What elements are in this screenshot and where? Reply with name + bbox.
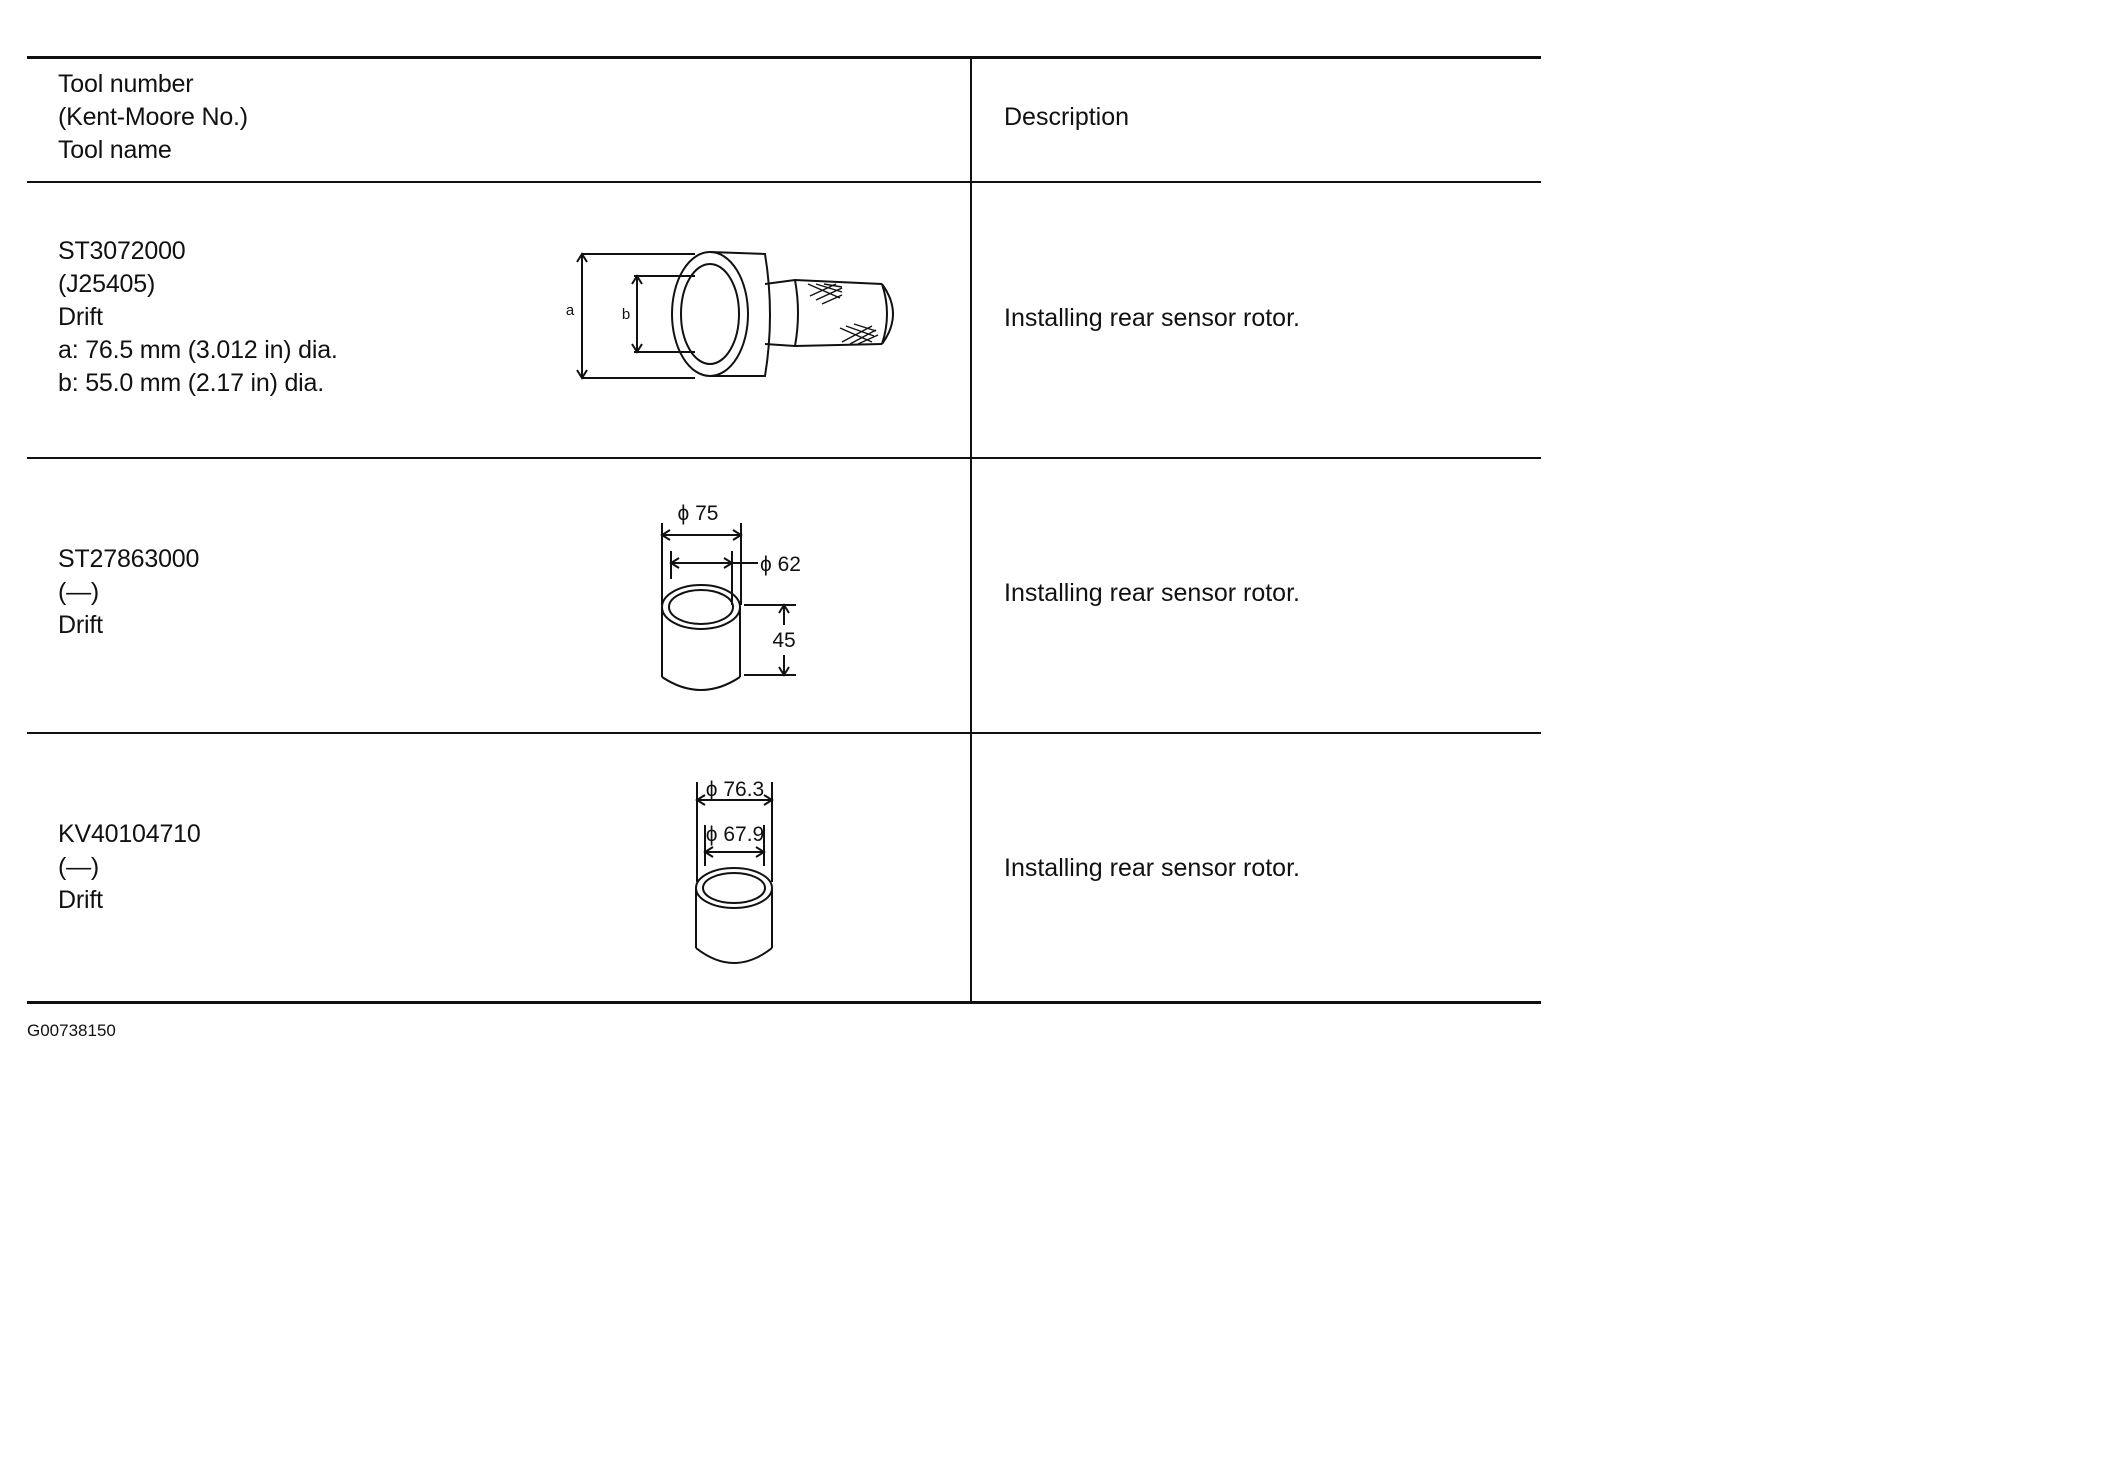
dimension-height: 45 — [772, 629, 795, 652]
header-bottom-rule — [27, 181, 1541, 183]
tool-number: ST27863000 — [58, 545, 200, 573]
drift-illustration-st3072000: a b — [560, 240, 920, 390]
dimension-inner-diameter: ϕ 62 — [760, 553, 801, 576]
header-tool-column: Tool number (Kent-Moore No.) Tool name — [58, 68, 248, 167]
tool-number: KV40104710 — [58, 820, 201, 848]
row-divider — [27, 732, 1541, 734]
figure-label-b: b — [622, 306, 630, 323]
table-top-rule — [27, 56, 1541, 59]
kent-moore-number: (—) — [58, 578, 100, 606]
table-row-1-description: Installing rear sensor rotor. — [1004, 304, 1300, 332]
table-row-1-tool: ST3072000 (J25405) Drift a: 76.5 mm (3.0… — [58, 235, 338, 400]
dimension-outer-diameter: ϕ 76.3 — [706, 778, 764, 801]
tool-name: Drift — [58, 303, 103, 331]
dimension-b: b: 55.0 mm (2.17 in) dia. — [58, 369, 324, 397]
tool-name: Drift — [58, 886, 103, 914]
column-divider — [970, 58, 972, 1003]
tool-number: ST3072000 — [58, 237, 186, 265]
kent-moore-number: (—) — [58, 853, 100, 881]
table-row-2-tool: ST27863000 (—) Drift — [58, 543, 199, 642]
row-divider — [27, 457, 1541, 459]
special-tools-table: Tool number (Kent-Moore No.) Tool name D… — [27, 56, 1541, 1040]
table-row-3-tool: KV40104710 (—) Drift — [58, 818, 201, 917]
table-row-3-description: Installing rear sensor rotor. — [1004, 854, 1300, 882]
drift-illustration-st27863000: ϕ 75 ϕ 62 45 — [640, 495, 820, 705]
kent-moore-number: (J25405) — [58, 270, 156, 298]
header-description: Description — [1004, 103, 1130, 131]
dimension-inner-diameter: ϕ 67.9 — [706, 823, 764, 846]
table-row-2-description: Installing rear sensor rotor. — [1004, 579, 1300, 607]
dimension-a: a: 76.5 mm (3.012 in) dia. — [58, 336, 338, 364]
tool-name: Drift — [58, 611, 103, 639]
header-kent-moore: (Kent-Moore No.) — [58, 103, 248, 131]
dimension-outer-diameter: ϕ 75 — [678, 502, 719, 525]
drift-illustration-kv40104710: ϕ 76.3 ϕ 67.9 — [680, 770, 800, 975]
header-tool-number: Tool number — [58, 70, 194, 98]
table-bottom-rule — [27, 1001, 1541, 1004]
header-tool-name: Tool name — [58, 136, 172, 164]
figure-label-a: a — [566, 302, 575, 319]
figure-code: G00738150 — [27, 1021, 116, 1040]
